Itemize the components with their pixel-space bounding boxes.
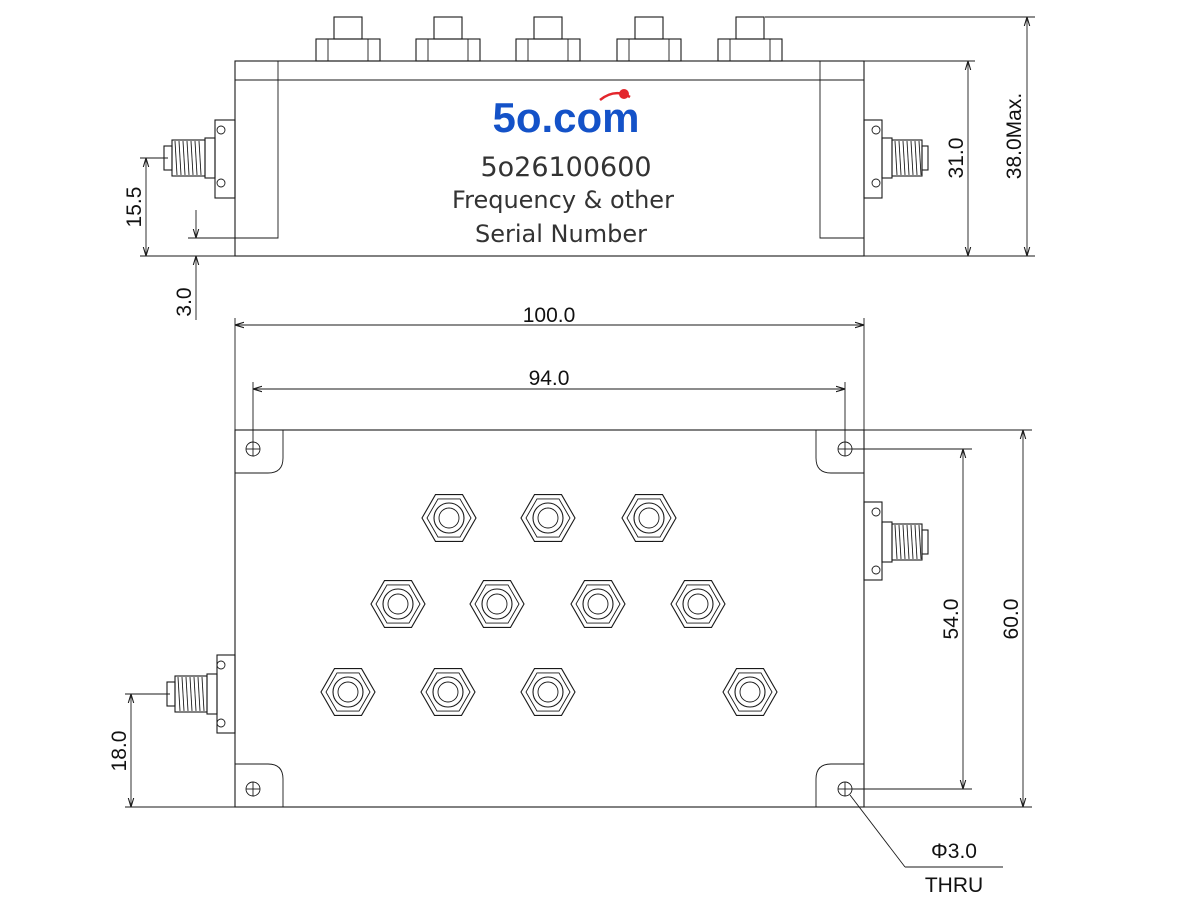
hex-nut: [670, 580, 726, 628]
dim-top-hole-spacing-x: 94.0: [252, 367, 846, 442]
dim-3-0: 3.0: [173, 287, 196, 316]
dim-31-0: 31.0: [945, 138, 968, 179]
side-top-connector: [315, 16, 381, 62]
dim-side-flange: 3.0: [173, 210, 235, 320]
model-number: 5o26100600: [480, 152, 651, 183]
side-top-connector: [415, 16, 481, 62]
hex-nut: [469, 580, 525, 628]
mount-hole-br: [837, 781, 853, 797]
top-left-connector: [166, 654, 236, 734]
mount-hole-tr: [837, 441, 853, 457]
side-view: 5o.com 5o26100600 Frequency & other Seri…: [123, 16, 1035, 320]
hole-callout: Φ3.0 THRU: [849, 794, 1003, 897]
dim-38-max: 38.0Max.: [1003, 93, 1026, 179]
serial-label: Serial Number: [475, 220, 647, 248]
hex-nut: [370, 580, 426, 628]
brand-logo: 5o.com: [492, 89, 640, 141]
dim-94-0: 94.0: [529, 367, 570, 390]
hex-nut: [320, 668, 376, 716]
side-left-connector: [163, 119, 236, 199]
dim-top-depth: 60.0: [864, 429, 1032, 808]
hex-nut: [420, 668, 476, 716]
hex-nut: [421, 494, 477, 542]
hex-nut: [722, 668, 778, 716]
hex-nut: [520, 494, 576, 542]
dim-54-0: 54.0: [940, 599, 963, 640]
side-top-connector: [616, 16, 682, 62]
dim-side-max-height: 38.0Max.: [765, 16, 1035, 256]
side-top-connectors: [315, 16, 783, 62]
dim-60-0: 60.0: [1000, 599, 1023, 640]
hex-nut: [621, 494, 677, 542]
hex-nut: [520, 668, 576, 716]
hex-nut: [570, 580, 626, 628]
dim-15-5: 15.5: [123, 187, 146, 228]
mount-hole-bl: [245, 781, 261, 797]
dim-side-body-height: 31.0: [864, 60, 1035, 257]
dim-top-width: 100.0: [234, 304, 865, 430]
side-right-connector: [863, 119, 929, 199]
dim-top-hole-spacing-y: 54.0: [852, 448, 972, 790]
side-top-connector: [515, 16, 581, 62]
logo-dot-icon: [619, 89, 629, 99]
dim-side-port-height: 15.5: [123, 157, 235, 257]
dim-18-0: 18.0: [108, 731, 131, 772]
logo-text: 5o.com: [492, 94, 639, 141]
dim-top-port-offset: 18.0: [108, 693, 235, 808]
hex-nut-array: [320, 494, 778, 716]
top-view: 100.0 94.0 54.0 60.0 18.0: [108, 304, 1032, 897]
side-top-connector: [717, 16, 783, 62]
top-body: [234, 429, 865, 808]
hole-type-label: THRU: [925, 874, 983, 897]
hole-diameter-label: Φ3.0: [931, 840, 977, 863]
dim-100-0: 100.0: [523, 304, 576, 327]
frequency-label: Frequency & other: [452, 186, 674, 214]
top-right-connector: [863, 501, 929, 581]
mount-hole-tl: [245, 441, 261, 457]
